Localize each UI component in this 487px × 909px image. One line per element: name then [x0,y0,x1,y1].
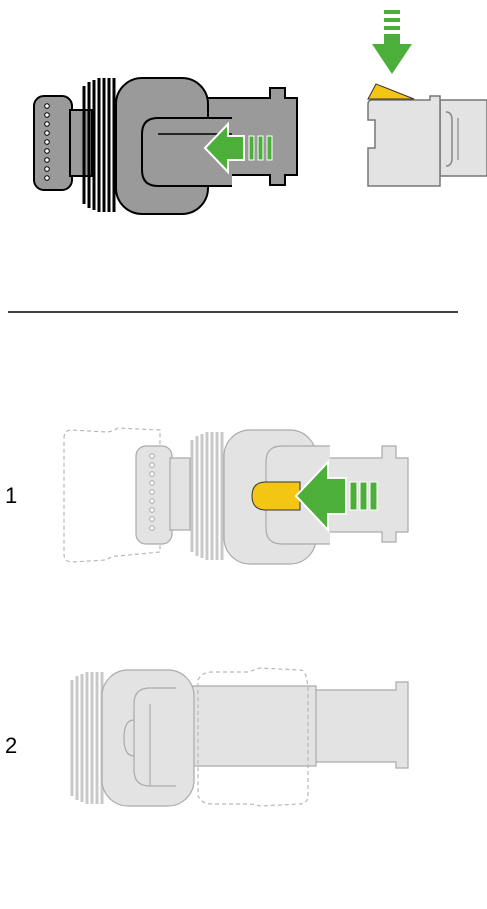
bristles-dark [82,78,116,212]
green-push-arrow-icon [294,459,378,533]
step-2-diagram [70,667,409,807]
step-number-2: 2 [5,733,18,758]
brush-tool-top [33,77,298,215]
yellow-release-button-icon [367,83,415,100]
step-number-1: 1 [5,483,18,508]
green-press-down-arrow-icon [372,10,412,74]
perforation-dots [44,103,50,181]
step-1-diagram [63,427,409,565]
green-push-arrow-icon [203,121,273,175]
perforation-dots [149,453,155,531]
bristles-gray [190,432,224,560]
wand-end-top [367,10,487,187]
bristles-gray [70,672,104,804]
